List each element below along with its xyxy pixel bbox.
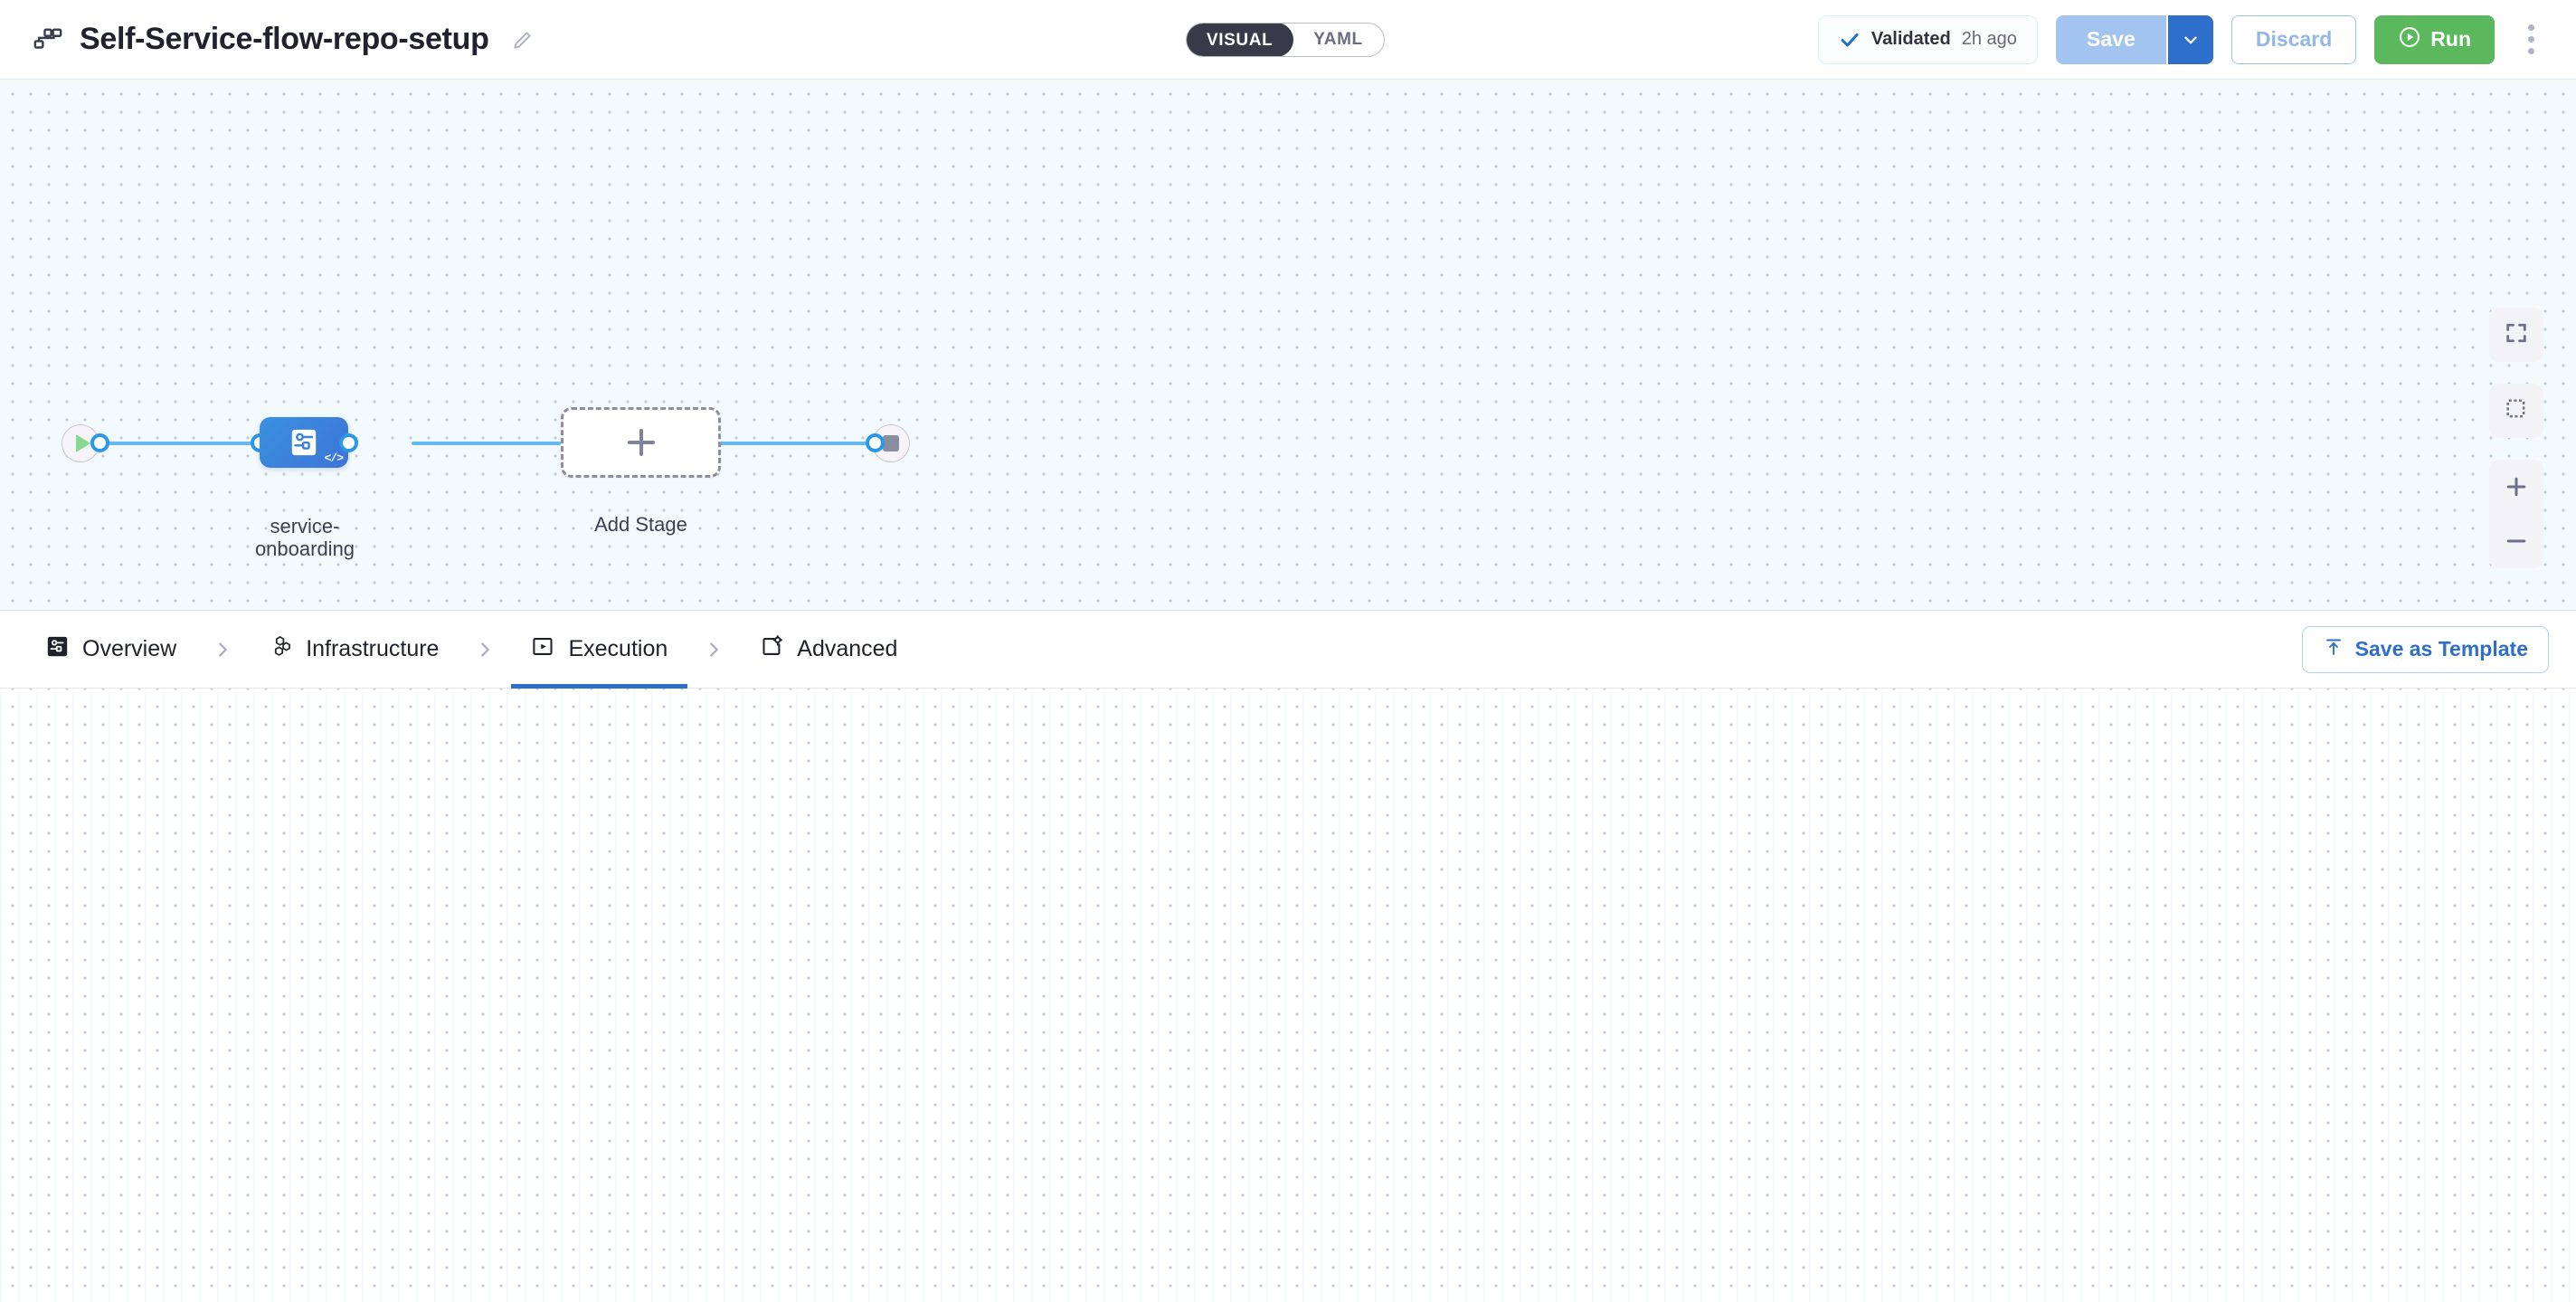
chevron-right-icon [704, 637, 724, 662]
end-port[interactable] [866, 433, 885, 452]
marquee-select-icon [2504, 396, 2529, 426]
execution-icon [531, 634, 555, 665]
tab-overview[interactable]: Overview [42, 611, 180, 689]
zoom-in-button[interactable] [2489, 460, 2543, 514]
validated-timestamp: 2h ago [1961, 29, 2017, 49]
toggle-visual[interactable]: VISUAL [1186, 23, 1294, 56]
stop-square-icon [883, 435, 899, 451]
sitemap-icon [33, 24, 63, 55]
app-header: Self-Service-flow-repo-setup VISUAL YAML [0, 0, 2576, 80]
page-title: Self-Service-flow-repo-setup [80, 22, 489, 56]
check-icon [1839, 29, 1861, 51]
kebab-dot [2527, 36, 2534, 43]
tab-label: Advanced [797, 636, 898, 661]
view-mode-toggle[interactable]: VISUAL YAML [1186, 22, 1385, 57]
canvas-controls [2489, 308, 2543, 568]
execution-step-canvas[interactable]: </> CookieCutter </> CreateRepo [0, 689, 2576, 1302]
stage-edge [719, 442, 882, 445]
upload-template-icon [2323, 636, 2344, 663]
stage-edge [99, 442, 258, 445]
fit-screen-button[interactable] [2489, 308, 2543, 362]
header-actions: Validated 2h ago Save Discard [1817, 14, 2549, 64]
kebab-menu-icon[interactable] [2513, 15, 2549, 64]
save-button[interactable]: Save [2055, 14, 2168, 64]
advanced-gear-icon [760, 634, 784, 665]
chevron-right-icon [213, 637, 232, 662]
select-area-button[interactable] [2489, 384, 2543, 438]
kebab-dot [2527, 48, 2534, 54]
stage-canvas[interactable]: </> service- onboarding Add Stage [0, 80, 2576, 611]
run-label: Run [2430, 27, 2471, 51]
play-circle-icon [2398, 25, 2421, 54]
hexagons-icon [269, 634, 293, 665]
save-as-template-label: Save as Template [2354, 637, 2528, 661]
chevron-down-icon[interactable] [2167, 14, 2213, 64]
end-node[interactable] [872, 424, 910, 462]
code-badge: </> [324, 451, 344, 465]
start-port[interactable] [90, 433, 109, 452]
stage-edge [412, 442, 561, 445]
fullscreen-icon [2504, 320, 2529, 350]
status-badge: Validated 2h ago [1817, 14, 2038, 64]
tab-label: Overview [82, 636, 177, 661]
overview-icon [45, 634, 70, 665]
section-tabs: Overview Infrastructure [0, 611, 2576, 689]
validated-label: Validated [1870, 29, 1951, 49]
play-triangle-icon [75, 434, 90, 452]
tab-infrastructure[interactable]: Infrastructure [265, 611, 442, 689]
tab-label: Execution [568, 636, 668, 661]
header-left: Self-Service-flow-repo-setup [33, 22, 535, 57]
chevron-right-icon [475, 637, 495, 662]
tab-execution[interactable]: Execution [511, 611, 688, 689]
stage-output-port[interactable] [339, 433, 358, 452]
tab-advanced[interactable]: Advanced [756, 611, 901, 689]
run-button[interactable]: Run [2374, 14, 2495, 64]
zoom-controls [2489, 460, 2543, 568]
add-stage-label: Add Stage [594, 513, 687, 536]
zoom-out-button[interactable] [2489, 514, 2543, 568]
stage-node-service-onboarding[interactable]: </> [260, 417, 348, 468]
tab-label: Infrastructure [306, 636, 440, 661]
save-as-template-button[interactable]: Save as Template [2301, 625, 2549, 673]
save-button-group[interactable]: Save [2055, 14, 2213, 64]
toggle-yaml[interactable]: YAML [1313, 29, 1363, 49]
kebab-dot [2527, 24, 2534, 31]
plus-icon [627, 429, 655, 456]
discard-button[interactable]: Discard [2230, 14, 2357, 64]
stage-label: service- onboarding [254, 515, 355, 560]
pencil-icon[interactable] [506, 28, 535, 52]
add-stage-button[interactable] [561, 407, 721, 478]
